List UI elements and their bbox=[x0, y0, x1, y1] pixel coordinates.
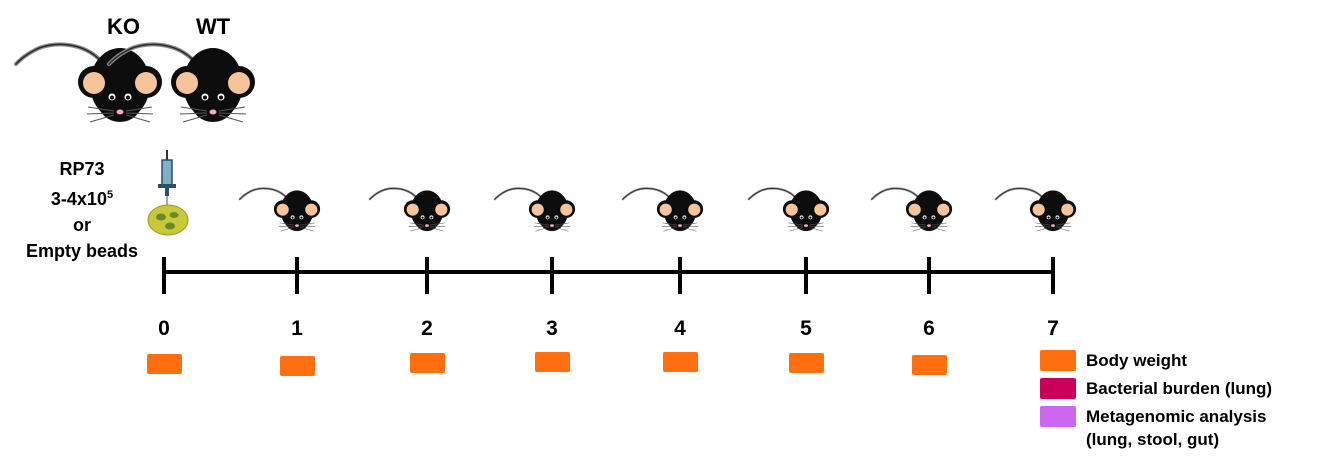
day-label-6: 6 bbox=[923, 317, 935, 340]
mouse-day-5-icon bbox=[747, 187, 831, 233]
day-label-0: 0 bbox=[158, 317, 170, 340]
ko-mouse-icon bbox=[14, 42, 164, 124]
timeline-axis bbox=[162, 257, 1055, 294]
wt-label: WT bbox=[196, 14, 231, 39]
legend-swatch-body-weight bbox=[1040, 350, 1076, 371]
legend-label-bacterial-burden: Bacterial burden (lung) bbox=[1086, 379, 1273, 398]
body-weight-marker-day-3 bbox=[535, 352, 570, 372]
day-label-1: 1 bbox=[291, 317, 303, 340]
body-weight-marker-day-6 bbox=[912, 355, 947, 375]
legend-label-metagenomic: Metagenomic analysis (lung, stool, gut) bbox=[1086, 407, 1267, 449]
mouse-day-3-icon bbox=[493, 187, 577, 233]
legend-swatch-metagenomic bbox=[1040, 406, 1076, 427]
body-weight-marker-day-0 bbox=[147, 354, 182, 374]
legend-swatch-bacterial-burden bbox=[1040, 378, 1076, 399]
mouse-day-6-icon bbox=[870, 187, 954, 233]
body-weight-marker-day-1 bbox=[280, 356, 315, 376]
body-weight-marker-day-5 bbox=[789, 353, 824, 373]
ko-label: KO bbox=[107, 14, 140, 39]
body-weight-marker-day-2 bbox=[410, 353, 445, 373]
beads-icon bbox=[147, 204, 189, 236]
mouse-day-2-icon bbox=[368, 187, 452, 233]
mouse-day-4-icon bbox=[621, 187, 705, 233]
treatment-label: RP73 3-4x105 or Empty beads bbox=[25, 159, 139, 261]
day-label-3: 3 bbox=[546, 317, 558, 340]
mouse-day-1-icon bbox=[238, 187, 322, 233]
body-weight-marker-day-4 bbox=[663, 352, 698, 372]
day-label-7: 7 bbox=[1047, 317, 1059, 340]
mouse-day-7-icon bbox=[994, 187, 1078, 233]
day-label-5: 5 bbox=[800, 317, 812, 340]
day-label-2: 2 bbox=[421, 317, 433, 340]
legend-label-body-weight: Body weight bbox=[1086, 351, 1188, 370]
syringe-icon bbox=[158, 150, 176, 206]
day-label-4: 4 bbox=[674, 317, 686, 340]
